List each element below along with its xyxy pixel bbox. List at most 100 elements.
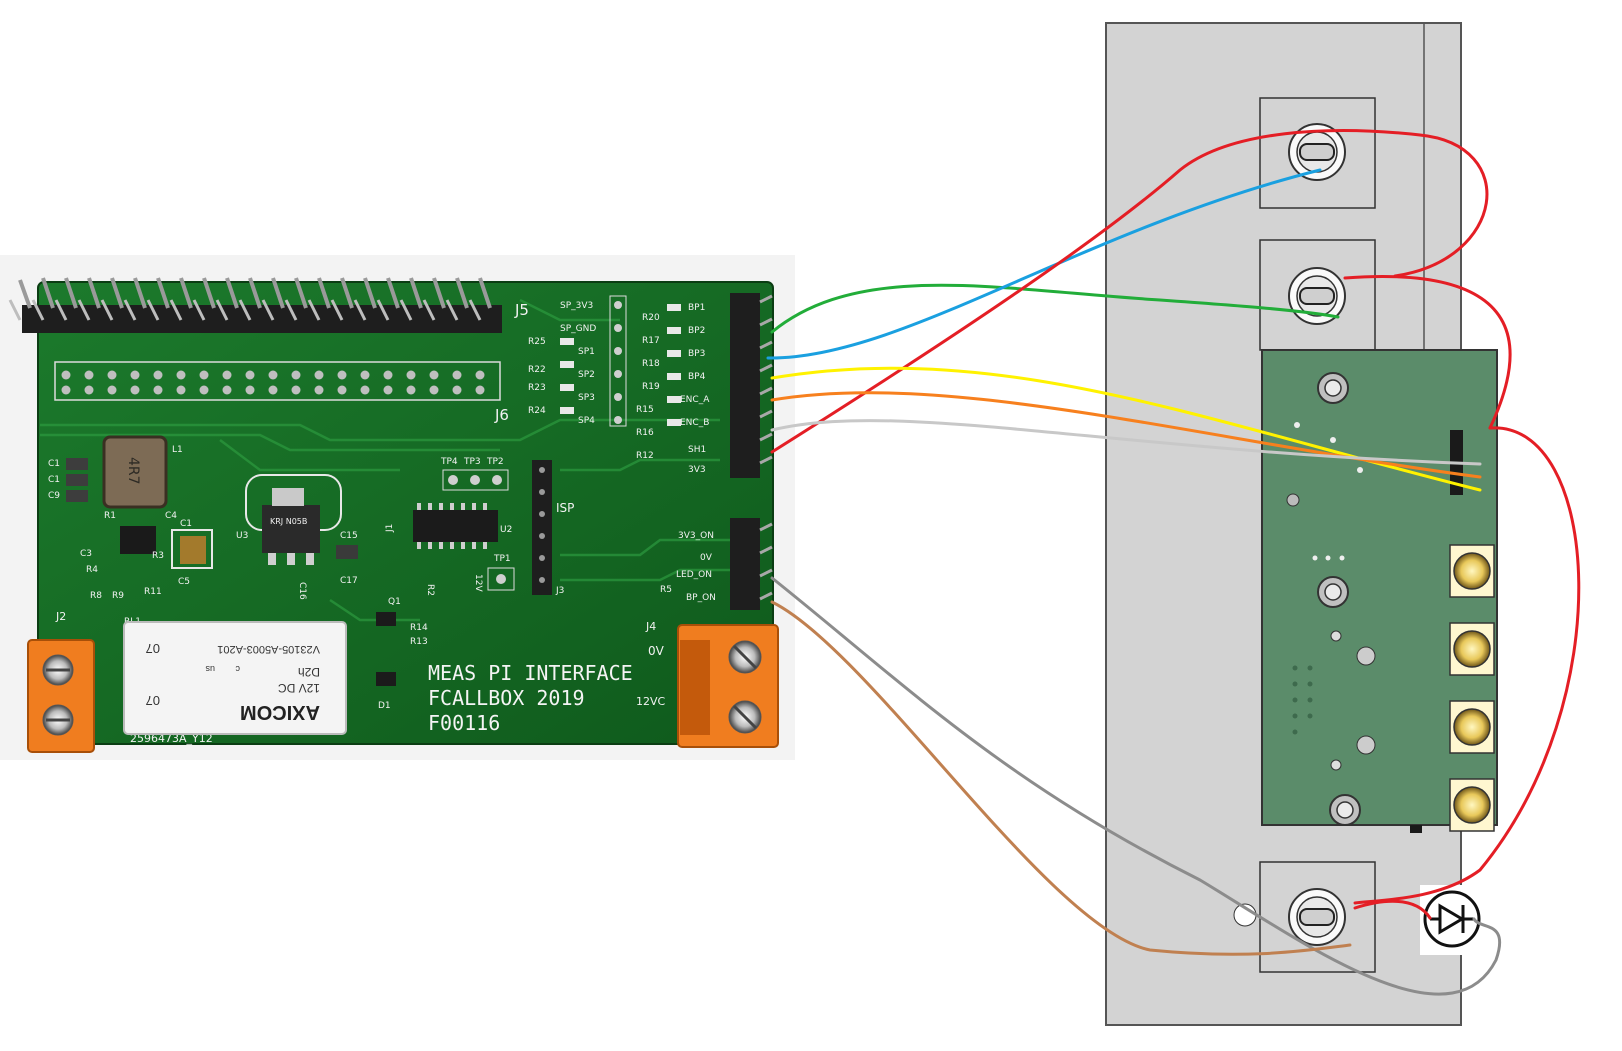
label-j1: J1	[385, 524, 395, 533]
relay-side-b: 07	[146, 641, 160, 656]
label-tp2: TP2	[486, 457, 504, 467]
label-r13: R13	[410, 637, 428, 647]
label-r20: R20	[642, 313, 660, 323]
wire-red-b	[1343, 275, 1512, 430]
caps-cluster: C1 C1 C9 R1 C4 C1 C3 R3 R4 R8 R9 R11 C5	[48, 458, 213, 601]
led-pin-header: 3V3_ON 0V LED_ON BP_ON R5	[660, 518, 773, 610]
label-sp2: SP2	[578, 370, 595, 380]
label-u3: U3	[236, 531, 248, 541]
wire-green	[770, 283, 1340, 334]
label-bp3: BP3	[688, 349, 705, 359]
label-r22: R22	[528, 365, 546, 375]
wires	[766, 129, 1581, 996]
label-r4: R4	[86, 565, 98, 575]
label-r2: R2	[425, 584, 435, 596]
label-r25: R25	[528, 337, 546, 347]
toggle-switch-top	[1259, 97, 1376, 209]
label-c9: C9	[48, 491, 60, 501]
enclosure-panel	[1105, 22, 1498, 1026]
label-c1c: C1	[180, 519, 192, 529]
label-spgnd: SP_GND	[560, 324, 596, 334]
push-button-icon	[1449, 778, 1495, 832]
label-r16: R16	[636, 428, 654, 438]
gpio-pads-j6: J6	[54, 361, 509, 424]
button-board	[1261, 349, 1498, 833]
label-c16: C16	[297, 582, 307, 600]
wire-brown	[770, 600, 1352, 956]
label-r17: R17	[642, 336, 660, 346]
gpio-header-j5: J5	[8, 277, 529, 333]
sp-connector: SP_3V3 SP_GND SP1 SP2 SP3 SP4 R25 R22 R2…	[528, 295, 627, 427]
label-enca: ENC_A	[680, 395, 710, 405]
pcb-traces	[40, 298, 730, 622]
relay-brand: AXICOM	[240, 701, 320, 723]
wire-lightgray	[770, 419, 1482, 466]
label-sp3: SP3	[578, 393, 595, 403]
wire-blue	[766, 168, 1322, 360]
relay-side-a: 07	[146, 693, 160, 708]
smd-resistors	[560, 304, 681, 426]
label-j4-12vc: 12VC	[636, 695, 666, 708]
wire-red-d	[1353, 899, 1432, 920]
label-r12: R12	[636, 451, 654, 461]
label-j3: J3	[555, 586, 564, 596]
pcb-board: J5 J6 SP_3V3 SP_GND SP1 SP2 SP3 SP4 R25 …	[0, 255, 795, 760]
regulator-u3: KRJ N05B U3 C15 C16 C17	[236, 474, 358, 600]
wire-gray	[770, 576, 1502, 996]
relay-part: V23105-A5003-A201	[217, 643, 320, 655]
label-r9: R9	[112, 591, 124, 601]
label-r18: R18	[642, 359, 660, 369]
label-r1: R1	[104, 511, 116, 521]
label-bp4: BP4	[688, 372, 706, 382]
label-0v: 0V	[700, 553, 713, 563]
relay-ul: us	[205, 664, 215, 674]
label-sp1: SP1	[578, 347, 595, 357]
label-tp3: TP3	[463, 457, 481, 467]
bp-pin-header	[730, 293, 773, 478]
wire-red-a	[770, 129, 1489, 454]
label-encb: ENC_B	[680, 418, 709, 428]
label-3v3on: 3V3_ON	[678, 531, 714, 541]
label-c15: C15	[340, 531, 358, 541]
terminal-block-j4	[677, 624, 779, 748]
label-c3: C3	[80, 549, 92, 559]
label-c17: C17	[340, 576, 358, 586]
label-tp4: TP4	[440, 457, 458, 467]
label-d1: D1	[378, 701, 391, 711]
relay-rating: 12V DC	[278, 681, 320, 695]
relay-c-mark: c	[235, 664, 240, 674]
label-c5: C5	[178, 577, 190, 587]
label-r5: R5	[660, 585, 672, 595]
label-ledon: LED_ON	[676, 570, 712, 580]
ic-u2: U2 J1 R2	[385, 503, 512, 596]
label-r11: R11	[144, 587, 162, 597]
label-bp2: BP2	[688, 326, 705, 336]
isp-header: ISP J3	[532, 460, 574, 596]
label-r24: R24	[528, 406, 546, 416]
push-button-icon	[1449, 544, 1495, 598]
label-q1: Q1	[388, 597, 401, 607]
label-bp1: BP1	[688, 303, 705, 313]
label-r19: R19	[642, 382, 660, 392]
toggle-switch-middle	[1259, 239, 1376, 351]
transistors: Q1 R14 R13 D1	[376, 597, 428, 711]
label-r23: R23	[528, 383, 546, 393]
inductor-marking: 4R7	[125, 457, 141, 485]
label-sp4: SP4	[578, 416, 595, 426]
wire-red-c	[1353, 426, 1581, 905]
label-c1a: C1	[48, 459, 60, 469]
label-r3: R3	[152, 551, 164, 561]
silk-code: F00116	[428, 711, 500, 735]
test-points: TP4 TP3 TP2 TP1 12V	[440, 457, 515, 592]
label-j4: J4	[645, 620, 656, 633]
u3-marking: KRJ N05B	[270, 517, 307, 526]
push-button-icon	[1449, 622, 1495, 676]
label-c1b: C1	[48, 475, 60, 485]
board-silkscreen: MEAS PI INTERFACE FCALLBOX 2019 F00116 2…	[55, 610, 666, 745]
label-3v3: 3V3	[688, 465, 706, 475]
bp-connector-labels: R20 R17 R18 R19 R15 R16 R12 BP1 BP2 BP3 …	[636, 303, 710, 475]
inductor-l1: 4R7 L1	[102, 435, 183, 509]
label-tp1: TP1	[493, 554, 511, 564]
label-j4-0v: 0V	[648, 644, 665, 658]
label-u2: U2	[500, 525, 512, 535]
